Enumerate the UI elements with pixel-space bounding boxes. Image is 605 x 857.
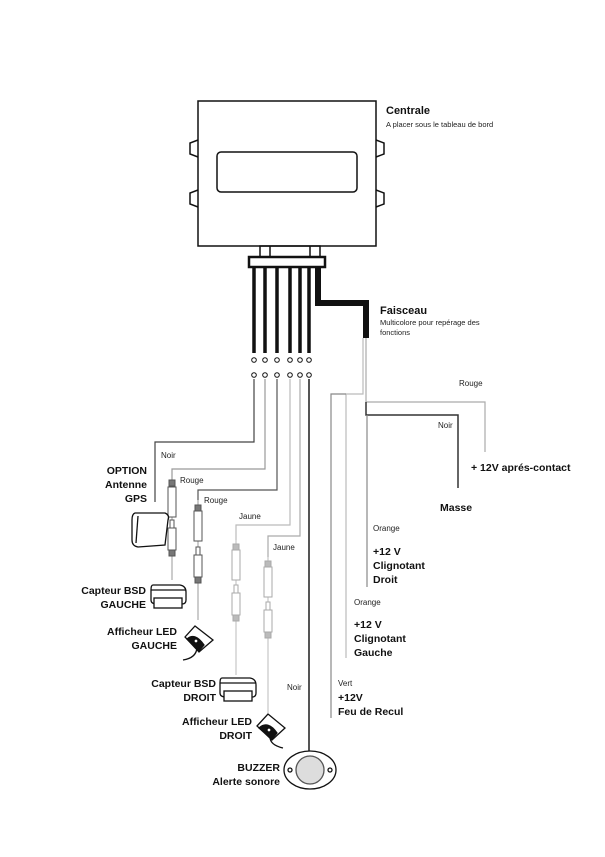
wire-color-label: Orange	[354, 598, 381, 607]
function-label-right-indicator: +12 V Clignotant Droit	[373, 546, 425, 586]
bsd-sensor-right-label: Capteur BSD DROIT	[151, 678, 216, 704]
led-display-right-icon	[256, 713, 286, 749]
gps-antenna-icon	[131, 512, 170, 548]
wire-color-label: Rouge	[204, 496, 228, 505]
wire-color-label: Orange	[373, 524, 400, 533]
led-display-left-label: Afficheur LED GAUCHE	[106, 626, 177, 652]
faisceau-title: Faisceau	[380, 305, 428, 317]
inline-connectors	[167, 479, 273, 713]
gps-antenna-label: OPTION Antenne GPS	[105, 465, 147, 505]
wire-color-label: Rouge	[459, 379, 483, 388]
harness-bundle	[315, 267, 369, 338]
central-unit	[189, 100, 385, 269]
bsd-sensor-left-icon	[150, 584, 187, 609]
bsd-sensor-right-icon	[219, 677, 257, 702]
wire-color-label: Vert	[338, 679, 353, 688]
faisceau-subtitle-line2: fonctions	[380, 328, 411, 337]
wire-color-label: Jaune	[273, 543, 295, 552]
function-label-acc: + 12V aprés-contact	[471, 462, 571, 474]
function-label-ground: Masse	[440, 502, 473, 514]
centrale-subtitle: A placer sous le tableau de bord	[386, 120, 494, 129]
centrale-title: Centrale	[386, 105, 431, 117]
terminal-pins	[251, 357, 312, 378]
led-display-left-icon	[182, 625, 215, 661]
left-wire-paths	[154, 379, 310, 752]
wire-color-label: Rouge	[180, 476, 204, 485]
wire-color-label: Noir	[161, 451, 176, 460]
wire-color-label: Noir	[438, 421, 453, 430]
wire-color-label: Noir	[287, 683, 302, 692]
right-wire-paths	[330, 338, 486, 718]
buzzer-label: BUZZER Alerte sonore	[212, 762, 280, 788]
faisceau-subtitle-line1: Multicolore pour repérage des	[380, 318, 480, 327]
led-display-right-label: Afficheur LED DROIT	[181, 716, 252, 742]
function-label-reverse-light: +12V Feu de Recul	[338, 692, 404, 718]
buzzer-icon	[283, 750, 337, 790]
connector-wires	[252, 268, 311, 353]
wire-color-label: Jaune	[239, 512, 261, 521]
bsd-sensor-left-label: Capteur BSD GAUCHE	[81, 585, 146, 611]
function-label-left-indicator: +12 V Clignotant Gauche	[354, 619, 406, 659]
